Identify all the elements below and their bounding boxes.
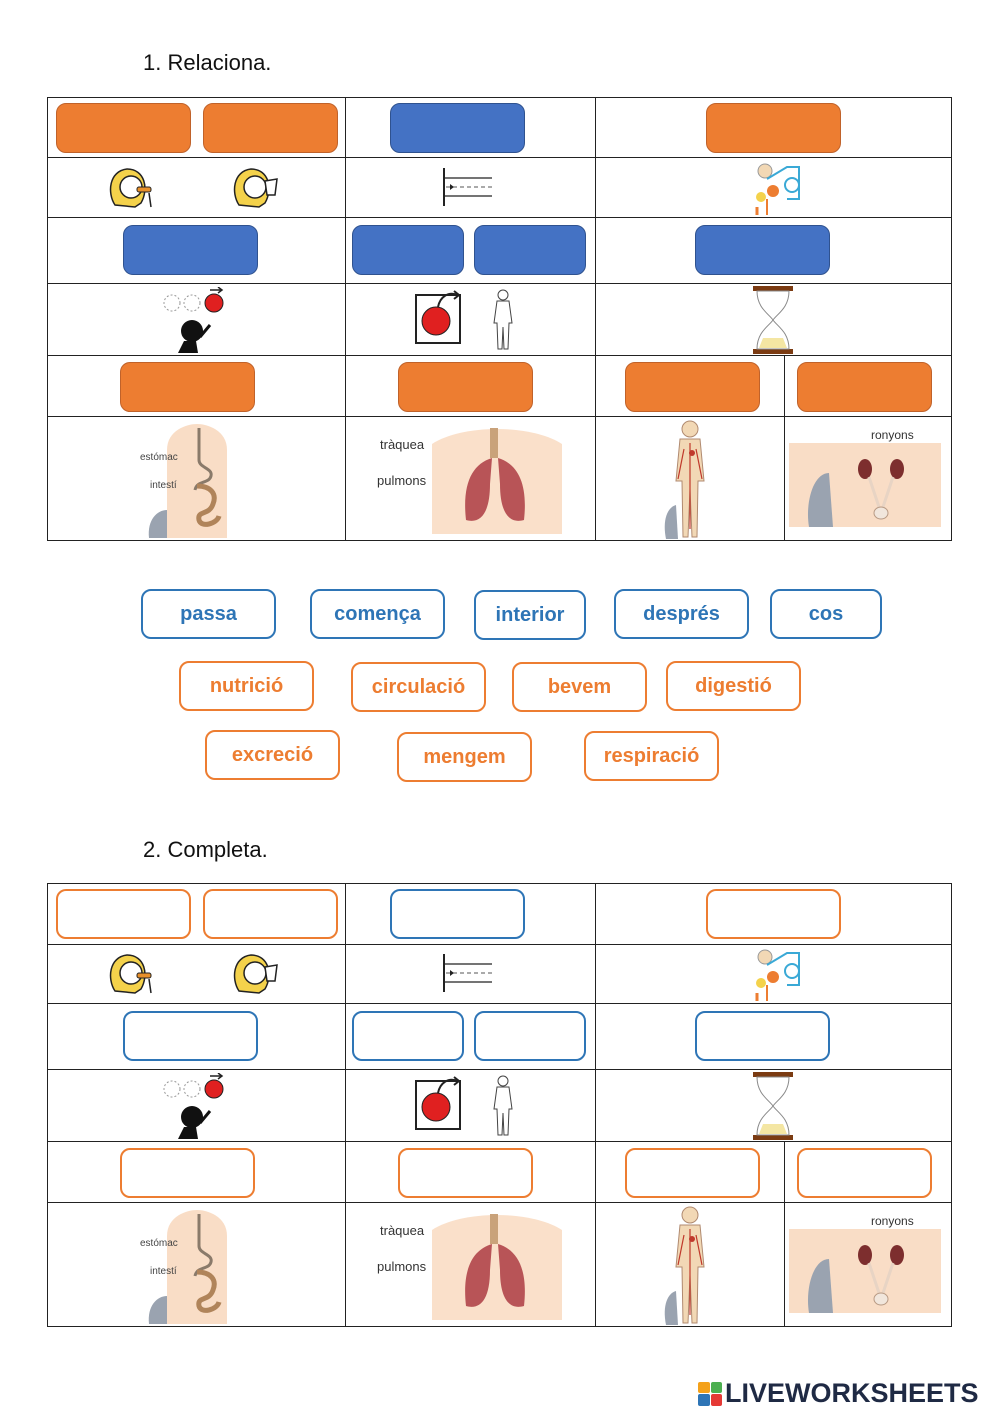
lungs-label: pulmons — [377, 473, 427, 488]
nutrition-scheme-icon — [755, 949, 800, 1001]
match-grid: estómac intestí tràquea pulmons ronyons — [47, 97, 952, 541]
answer-input[interactable] — [706, 889, 841, 939]
respiratory-system-figure — [432, 428, 562, 534]
start-pictogram — [163, 287, 224, 353]
liveworksheets-logo: LIVEWORKSHEETS — [698, 1378, 979, 1409]
intestine-label: intestí — [150, 1266, 177, 1277]
word-despres[interactable]: després — [614, 589, 749, 639]
word-respiracio[interactable]: respiració — [584, 731, 719, 781]
answer-slot[interactable] — [123, 225, 258, 275]
body-outline-icon — [493, 1075, 513, 1136]
nutrition-scheme-icon — [755, 163, 800, 215]
kidneys-label: ronyons — [871, 428, 914, 442]
answer-input[interactable] — [398, 1148, 533, 1198]
answer-slot[interactable] — [398, 362, 533, 412]
respiratory-system-figure — [432, 1214, 562, 1320]
stomach-label: estómac — [140, 452, 178, 463]
intestine-label: intestí — [150, 480, 177, 491]
logo-mark-icon — [698, 1381, 722, 1406]
answer-slot[interactable] — [56, 103, 191, 153]
answer-input[interactable] — [203, 889, 338, 939]
excretory-system-figure — [789, 1229, 941, 1313]
start-pictogram — [163, 1073, 224, 1139]
stomach-label: estómac — [140, 1238, 178, 1249]
body-outline-icon — [493, 289, 513, 350]
digestive-system-figure — [148, 1210, 227, 1324]
answer-input[interactable] — [352, 1011, 464, 1061]
word-cos[interactable]: cos — [770, 589, 882, 639]
apple-into-body-icon — [415, 290, 461, 344]
word-bevem[interactable]: bevem — [512, 662, 647, 712]
section1-title: 1. Relaciona. — [143, 50, 272, 75]
drinking-pictogram — [233, 954, 278, 994]
word-comenca[interactable]: comença — [310, 589, 445, 639]
brand-name: LIVEWORKSHEETS — [725, 1378, 979, 1408]
eating-pictogram — [109, 954, 152, 994]
word-passa[interactable]: passa — [141, 589, 276, 639]
answer-slot[interactable] — [203, 103, 338, 153]
lungs-label: pulmons — [377, 1259, 427, 1274]
word-mengem[interactable]: mengem — [397, 732, 532, 782]
answer-input[interactable] — [625, 1148, 760, 1198]
answer-slot[interactable] — [706, 103, 841, 153]
complete-grid: estómac intestí tràquea pulmons ronyons — [47, 883, 952, 1327]
answer-input[interactable] — [123, 1011, 258, 1061]
hourglass-icon — [753, 286, 793, 354]
apple-into-body-icon — [415, 1076, 461, 1130]
word-excrecio[interactable]: excreció — [205, 730, 340, 780]
word-circulacio[interactable]: circulació — [351, 662, 486, 712]
trachea-label: tràquea — [380, 1223, 425, 1238]
answer-slot[interactable] — [797, 362, 932, 412]
eating-pictogram — [109, 168, 152, 208]
answer-slot[interactable] — [695, 225, 830, 275]
answer-input[interactable] — [390, 889, 525, 939]
answer-slot[interactable] — [390, 103, 525, 153]
hourglass-icon — [753, 1072, 793, 1140]
inside-arrow-icon — [443, 954, 492, 992]
answer-input[interactable] — [474, 1011, 586, 1061]
excretory-system-figure — [789, 443, 941, 527]
circulatory-system-figure — [664, 1206, 705, 1325]
answer-input[interactable] — [56, 889, 191, 939]
section2-title: 2. Completa. — [143, 837, 268, 862]
kidneys-label: ronyons — [871, 1214, 914, 1228]
drinking-pictogram — [233, 168, 278, 208]
answer-slot[interactable] — [120, 362, 255, 412]
answer-slot[interactable] — [474, 225, 586, 275]
circulatory-system-figure — [664, 420, 705, 539]
answer-input[interactable] — [797, 1148, 932, 1198]
digestive-system-figure — [148, 424, 227, 538]
inside-arrow-icon — [443, 168, 492, 206]
answer-slot[interactable] — [352, 225, 464, 275]
answer-slot[interactable] — [625, 362, 760, 412]
word-digestio[interactable]: digestió — [666, 661, 801, 711]
word-nutricio[interactable]: nutrició — [179, 661, 314, 711]
word-interior[interactable]: interior — [474, 590, 586, 640]
trachea-label: tràquea — [380, 437, 425, 452]
answer-input[interactable] — [120, 1148, 255, 1198]
answer-input[interactable] — [695, 1011, 830, 1061]
